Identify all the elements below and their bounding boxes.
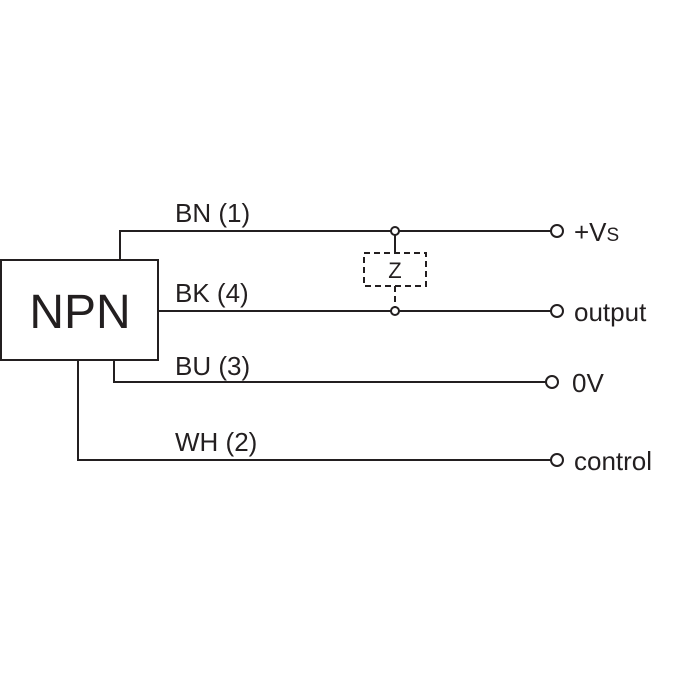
npn-component-box (0, 259, 159, 361)
wire-label-wh: WH (2) (175, 427, 257, 457)
npn-label: NPN (29, 286, 130, 339)
wire-bn (119, 230, 551, 260)
wire-label-bk: BK (4) (175, 278, 249, 308)
wire-label-bu: BU (3) (175, 351, 250, 381)
terminal-label-control: control (574, 446, 652, 476)
wire-label-bn: BN (1) (175, 198, 250, 228)
junction-node-bk (390, 306, 400, 316)
terminal-control (550, 453, 564, 467)
junction-node-bn (390, 226, 400, 236)
terminal-output (550, 304, 564, 318)
terminal-0v (545, 375, 559, 389)
terminal-label-output: output (574, 297, 647, 327)
wire-bu (113, 360, 546, 383)
terminal-label-vs: +VS (574, 217, 619, 247)
terminal-label-0v: 0V (572, 368, 604, 398)
load-z-box (363, 252, 427, 287)
terminal-vs (550, 224, 564, 238)
load-z-label: Z (388, 258, 401, 283)
wire-wh (77, 360, 551, 461)
